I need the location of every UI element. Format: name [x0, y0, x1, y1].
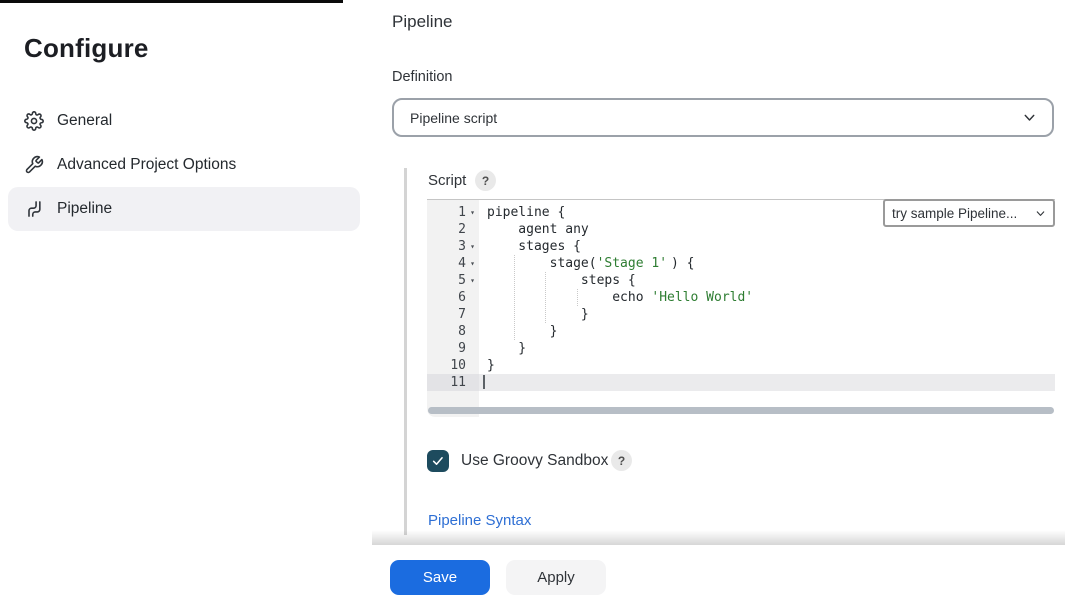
pipeline-icon	[24, 199, 44, 219]
editor-line[interactable]: 10}	[427, 357, 1055, 374]
sidebar-item-general[interactable]: General	[8, 99, 360, 143]
script-help-button[interactable]: ?	[475, 170, 496, 191]
bottom-bar-shadow	[372, 530, 1065, 545]
indent-guide	[545, 272, 547, 323]
groovy-sandbox-checkbox[interactable]	[427, 450, 449, 472]
pipeline-section-rule	[404, 168, 407, 535]
sidebar-item-advanced-project-options[interactable]: Advanced Project Options	[8, 143, 360, 187]
apply-button[interactable]: Apply	[506, 560, 606, 595]
editor-line[interactable]: 2 agent any	[427, 221, 1055, 238]
sidebar-item-label: Pipeline	[57, 200, 113, 217]
script-label: Script	[428, 172, 467, 189]
editor-line[interactable]: 9 }	[427, 340, 1055, 357]
definition-select[interactable]: Pipeline script	[392, 98, 1054, 137]
code-text: }	[487, 358, 495, 373]
line-number: 10	[450, 358, 466, 373]
code-text: echo 'Hello World'	[487, 290, 754, 305]
sidebar-item-label: General	[57, 112, 113, 129]
editor-line[interactable]: 11	[427, 374, 1055, 391]
definition-label: Definition	[392, 69, 453, 85]
indent-guide	[576, 289, 578, 306]
code-text: steps {	[487, 273, 636, 288]
editor-line[interactable]: 6 echo 'Hello World'	[427, 289, 1055, 306]
gear-icon	[24, 111, 44, 131]
pipeline-syntax-link[interactable]: Pipeline Syntax	[428, 512, 532, 529]
line-number: 9	[458, 341, 466, 356]
editor-line[interactable]: 5▾ steps {	[427, 272, 1055, 289]
fold-toggle-icon[interactable]: ▾	[470, 259, 475, 268]
code-text: }	[487, 341, 527, 356]
fold-toggle-icon[interactable]: ▾	[470, 276, 475, 285]
fold-toggle-icon[interactable]: ▾	[470, 208, 475, 217]
section-title: Pipeline	[392, 12, 453, 31]
sidebar-item-label: Advanced Project Options	[57, 156, 237, 173]
code-text	[479, 374, 485, 391]
line-number: 11	[427, 374, 479, 391]
line-number: 8	[458, 324, 466, 339]
code-text: }	[487, 324, 558, 339]
code-text: }	[487, 307, 589, 322]
line-number: 4▾	[427, 255, 479, 272]
top-border-bar	[0, 0, 343, 3]
groovy-sandbox-help-button[interactable]: ?	[611, 450, 632, 471]
code-text: pipeline {	[487, 205, 566, 220]
page-heading: Configure	[24, 33, 149, 63]
code-text: agent any	[487, 222, 589, 237]
line-number: 6	[458, 290, 466, 305]
groovy-sandbox-label: Use Groovy Sandbox	[461, 452, 609, 469]
line-number: 5▾	[427, 272, 479, 289]
editor-line[interactable]: 1▾ pipeline {	[427, 204, 1055, 221]
config-sidebar: General Advanced Project Options Pipelin…	[8, 99, 360, 231]
checkmark-icon	[432, 457, 443, 465]
code-text: stage('Stage 1') {	[487, 256, 695, 271]
save-button[interactable]: Save	[390, 560, 490, 595]
text-cursor	[483, 374, 485, 389]
line-number: 7	[458, 307, 466, 322]
sample-pipeline-select-value: try sample Pipeline...	[892, 205, 1018, 221]
chevron-down-icon	[1034, 207, 1047, 220]
code-text: stages {	[487, 239, 581, 254]
editor-horizontal-scrollbar[interactable]	[428, 407, 1054, 414]
chevron-down-icon	[1021, 109, 1038, 126]
fold-toggle-icon[interactable]: ▾	[470, 242, 475, 251]
editor-line[interactable]: 8 }	[427, 323, 1055, 340]
bottom-action-bar: Save Apply	[0, 545, 1065, 599]
line-number: 2	[458, 222, 466, 237]
sample-pipeline-select[interactable]: try sample Pipeline...	[883, 199, 1055, 227]
line-number: 1▾	[427, 204, 479, 221]
editor-line[interactable]: 7 }	[427, 306, 1055, 323]
definition-select-value: Pipeline script	[410, 109, 498, 126]
editor-line[interactable]: 3▾ stages {	[427, 238, 1055, 255]
line-number: 3▾	[427, 238, 479, 255]
sidebar-item-pipeline[interactable]: Pipeline	[8, 187, 360, 231]
editor-line[interactable]: 4▾ stage('Stage 1') {	[427, 255, 1055, 272]
indent-guide	[514, 255, 516, 340]
wrench-icon	[24, 155, 44, 175]
